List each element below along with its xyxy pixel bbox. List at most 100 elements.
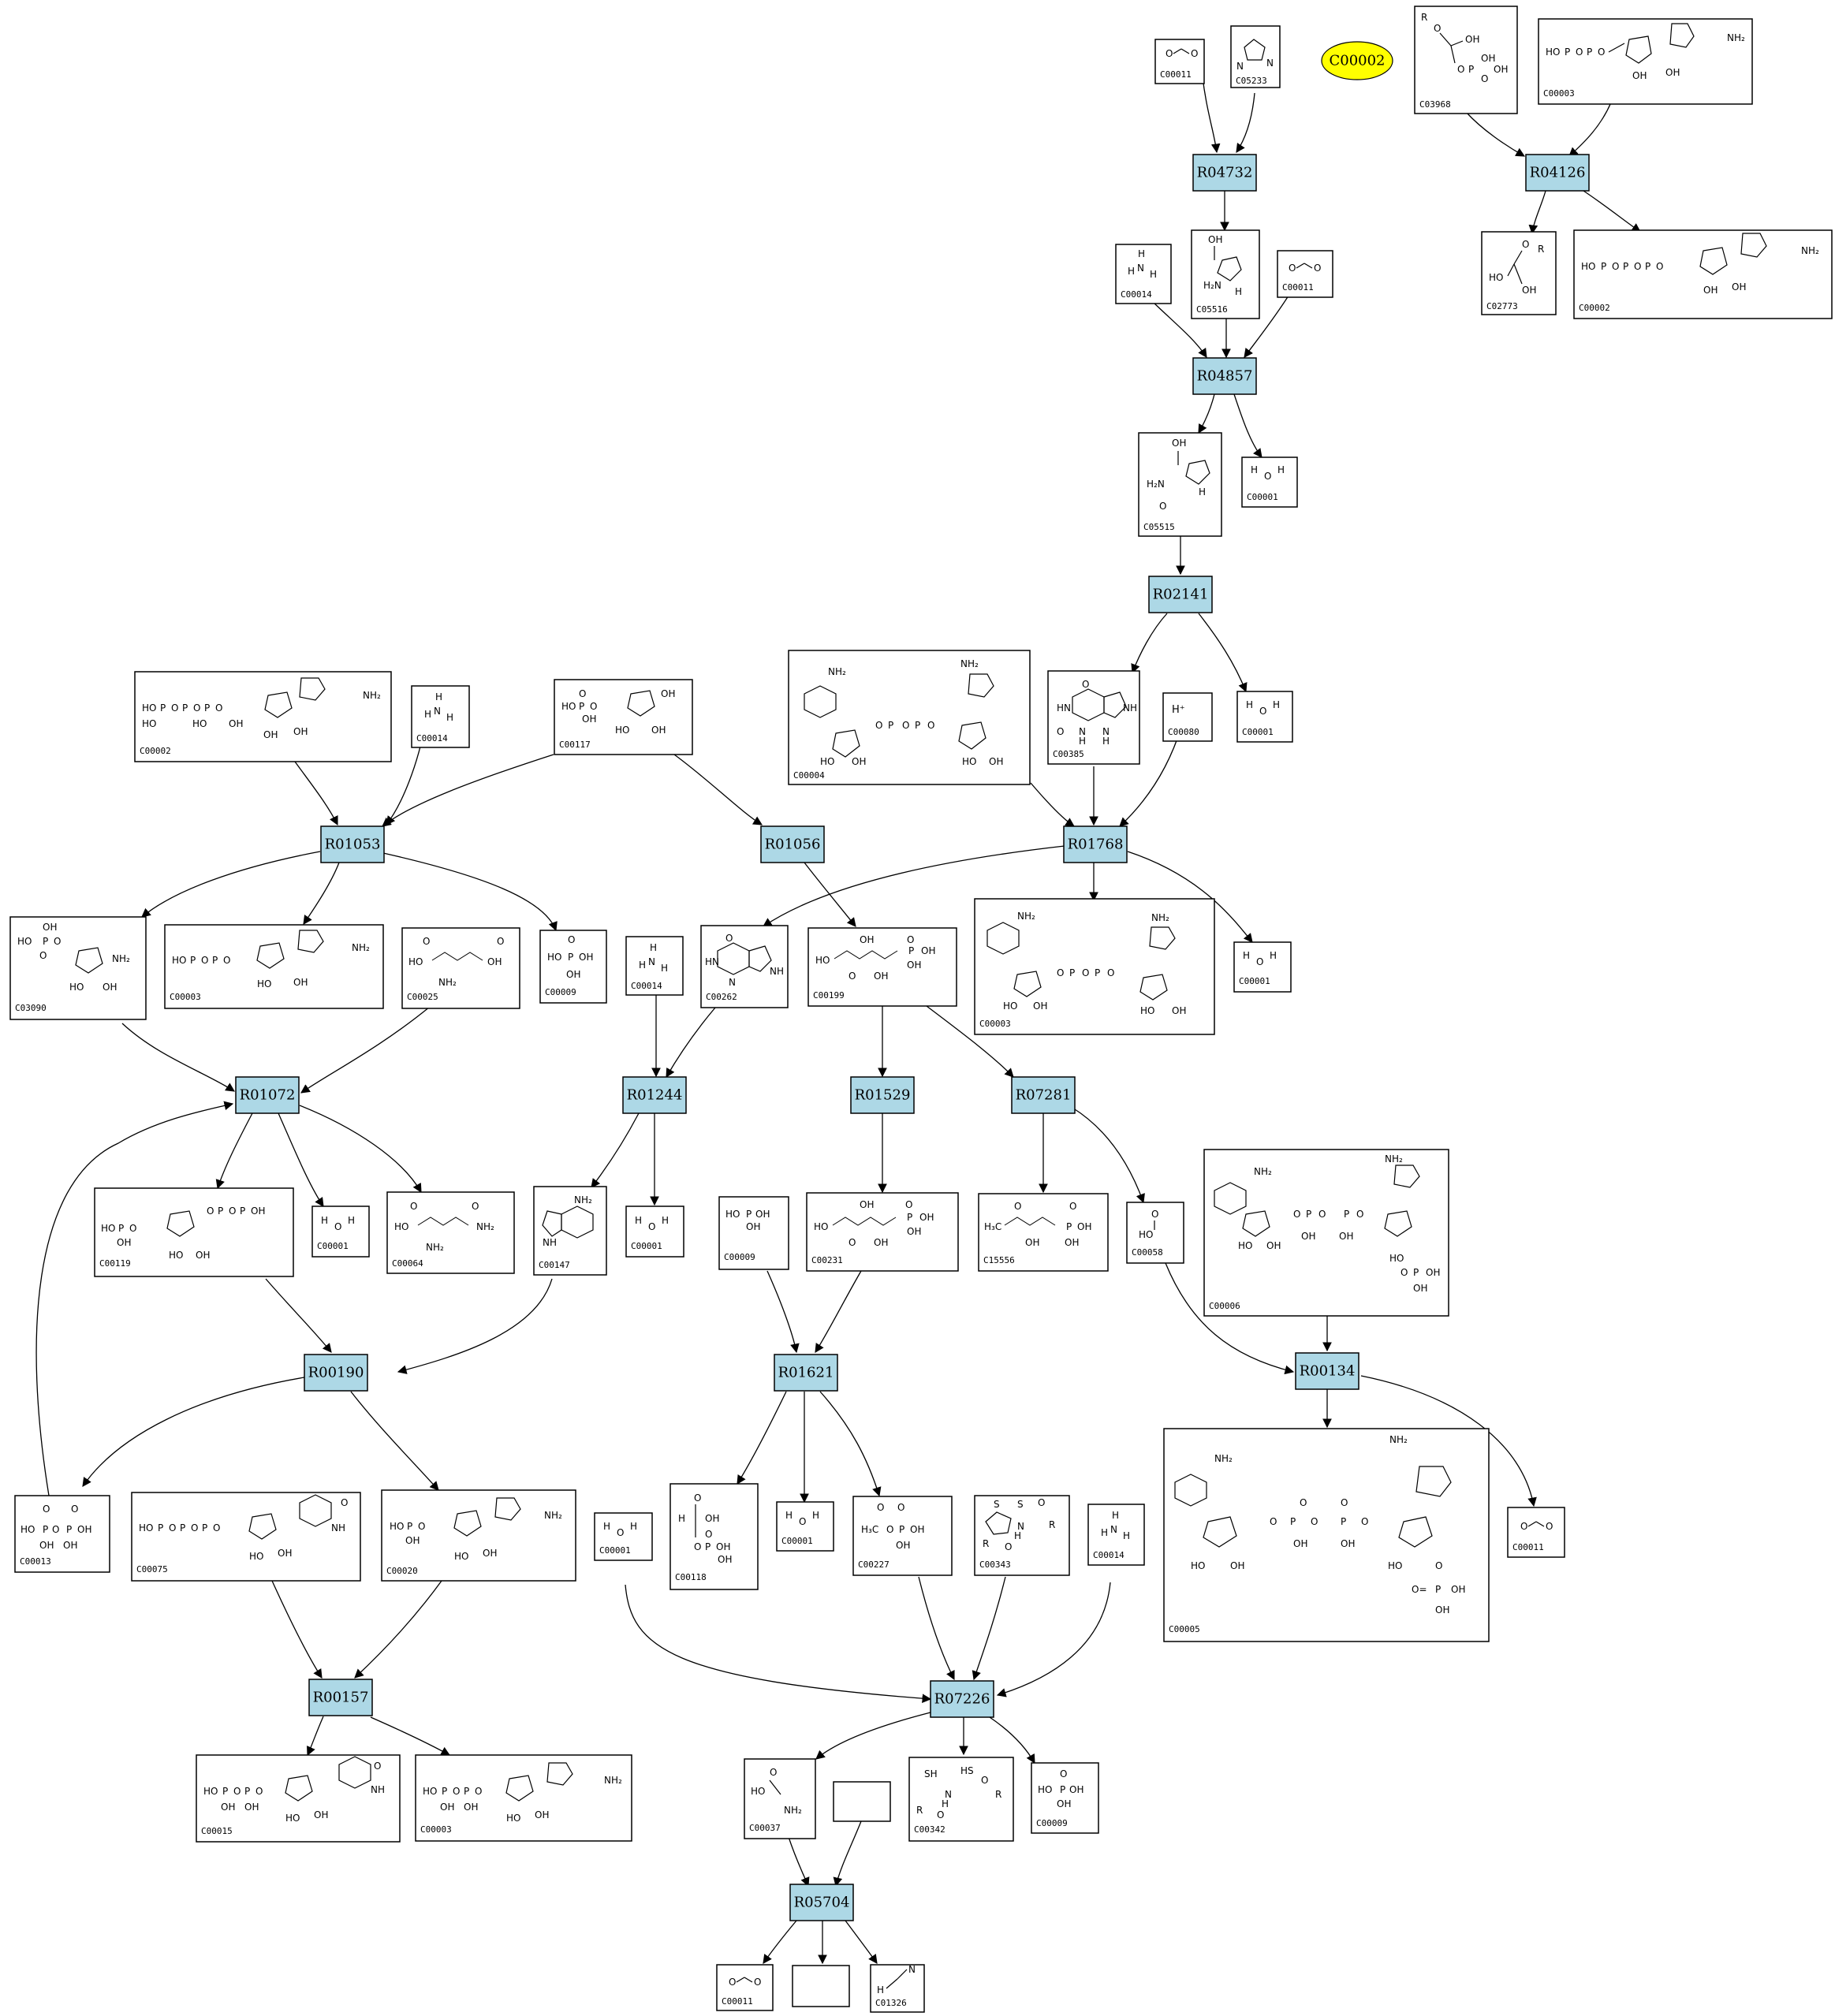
svg-text:OH: OH xyxy=(1033,1001,1047,1012)
svg-text:NH₂: NH₂ xyxy=(438,977,457,988)
compound-node[interactable] xyxy=(833,1781,891,1822)
compound-node[interactable]: HOH C00001 xyxy=(594,1512,653,1561)
reaction-node[interactable]: R04732 xyxy=(1192,154,1257,192)
compound-id: C00005 xyxy=(1169,1624,1200,1634)
compound-node[interactable]: HOH C00001 xyxy=(776,1501,834,1552)
svg-text:O: O xyxy=(1038,1497,1045,1508)
compound-node[interactable]: HOH C00001 xyxy=(311,1206,370,1258)
compound-id: C00002 xyxy=(140,746,171,756)
compound-id: C00199 xyxy=(813,990,845,1001)
reaction-node[interactable]: R07226 xyxy=(930,1680,994,1718)
svg-text:NH₂: NH₂ xyxy=(784,1805,802,1816)
reaction-label: R00157 xyxy=(313,1690,369,1706)
compound-node[interactable]: HN C01326 xyxy=(870,1964,925,2013)
compound-node[interactable]: HOH C00001 xyxy=(625,1206,684,1258)
reaction-node[interactable]: R01529 xyxy=(850,1076,915,1114)
reaction-node[interactable]: R02141 xyxy=(1148,576,1213,613)
svg-text:OH: OH xyxy=(1293,1538,1307,1549)
reaction-node[interactable]: R01056 xyxy=(760,825,825,863)
compound-node[interactable]: OHO C00058 xyxy=(1126,1202,1184,1264)
reaction-node[interactable]: R01244 xyxy=(622,1076,687,1114)
reaction-node[interactable]: R04857 xyxy=(1192,357,1257,395)
svg-text:OH: OH xyxy=(487,956,502,967)
svg-text:H: H xyxy=(635,1215,642,1226)
reaction-node[interactable]: R01621 xyxy=(774,1354,838,1392)
reaction-node[interactable]: R04126 xyxy=(1525,154,1590,192)
reaction-node[interactable]: R05704 xyxy=(789,1884,854,1921)
reaction-node[interactable]: R01768 xyxy=(1063,825,1128,863)
seed-compound[interactable]: C00002 xyxy=(1321,41,1393,80)
compound-node[interactable]: H⁺ C00080 xyxy=(1162,692,1213,742)
compound-node[interactable]: HOH C00001 xyxy=(1241,456,1298,508)
reaction-node[interactable]: R00190 xyxy=(304,1354,368,1392)
reaction-node[interactable]: R01072 xyxy=(235,1076,300,1114)
compound-node[interactable]: HOH C00001 xyxy=(1236,691,1293,743)
reaction-node[interactable]: R00157 xyxy=(308,1679,373,1716)
svg-text:H: H xyxy=(1270,950,1277,961)
reaction-node[interactable]: R07281 xyxy=(1011,1076,1076,1114)
reaction-node[interactable]: R01053 xyxy=(320,825,385,863)
compound-id: C00009 xyxy=(1036,1818,1068,1828)
svg-text:H: H xyxy=(1251,464,1258,475)
svg-text:O: O xyxy=(1318,1209,1326,1220)
reaction-node[interactable]: R00134 xyxy=(1295,1352,1359,1390)
compound-node[interactable] xyxy=(792,1965,850,2007)
svg-text:N: N xyxy=(1266,58,1274,69)
svg-text:OH: OH xyxy=(919,1212,934,1223)
svg-text:NH: NH xyxy=(331,1522,345,1533)
compound-node[interactable]: HOH C00001 xyxy=(1233,941,1292,993)
svg-text:H: H xyxy=(1277,464,1285,475)
